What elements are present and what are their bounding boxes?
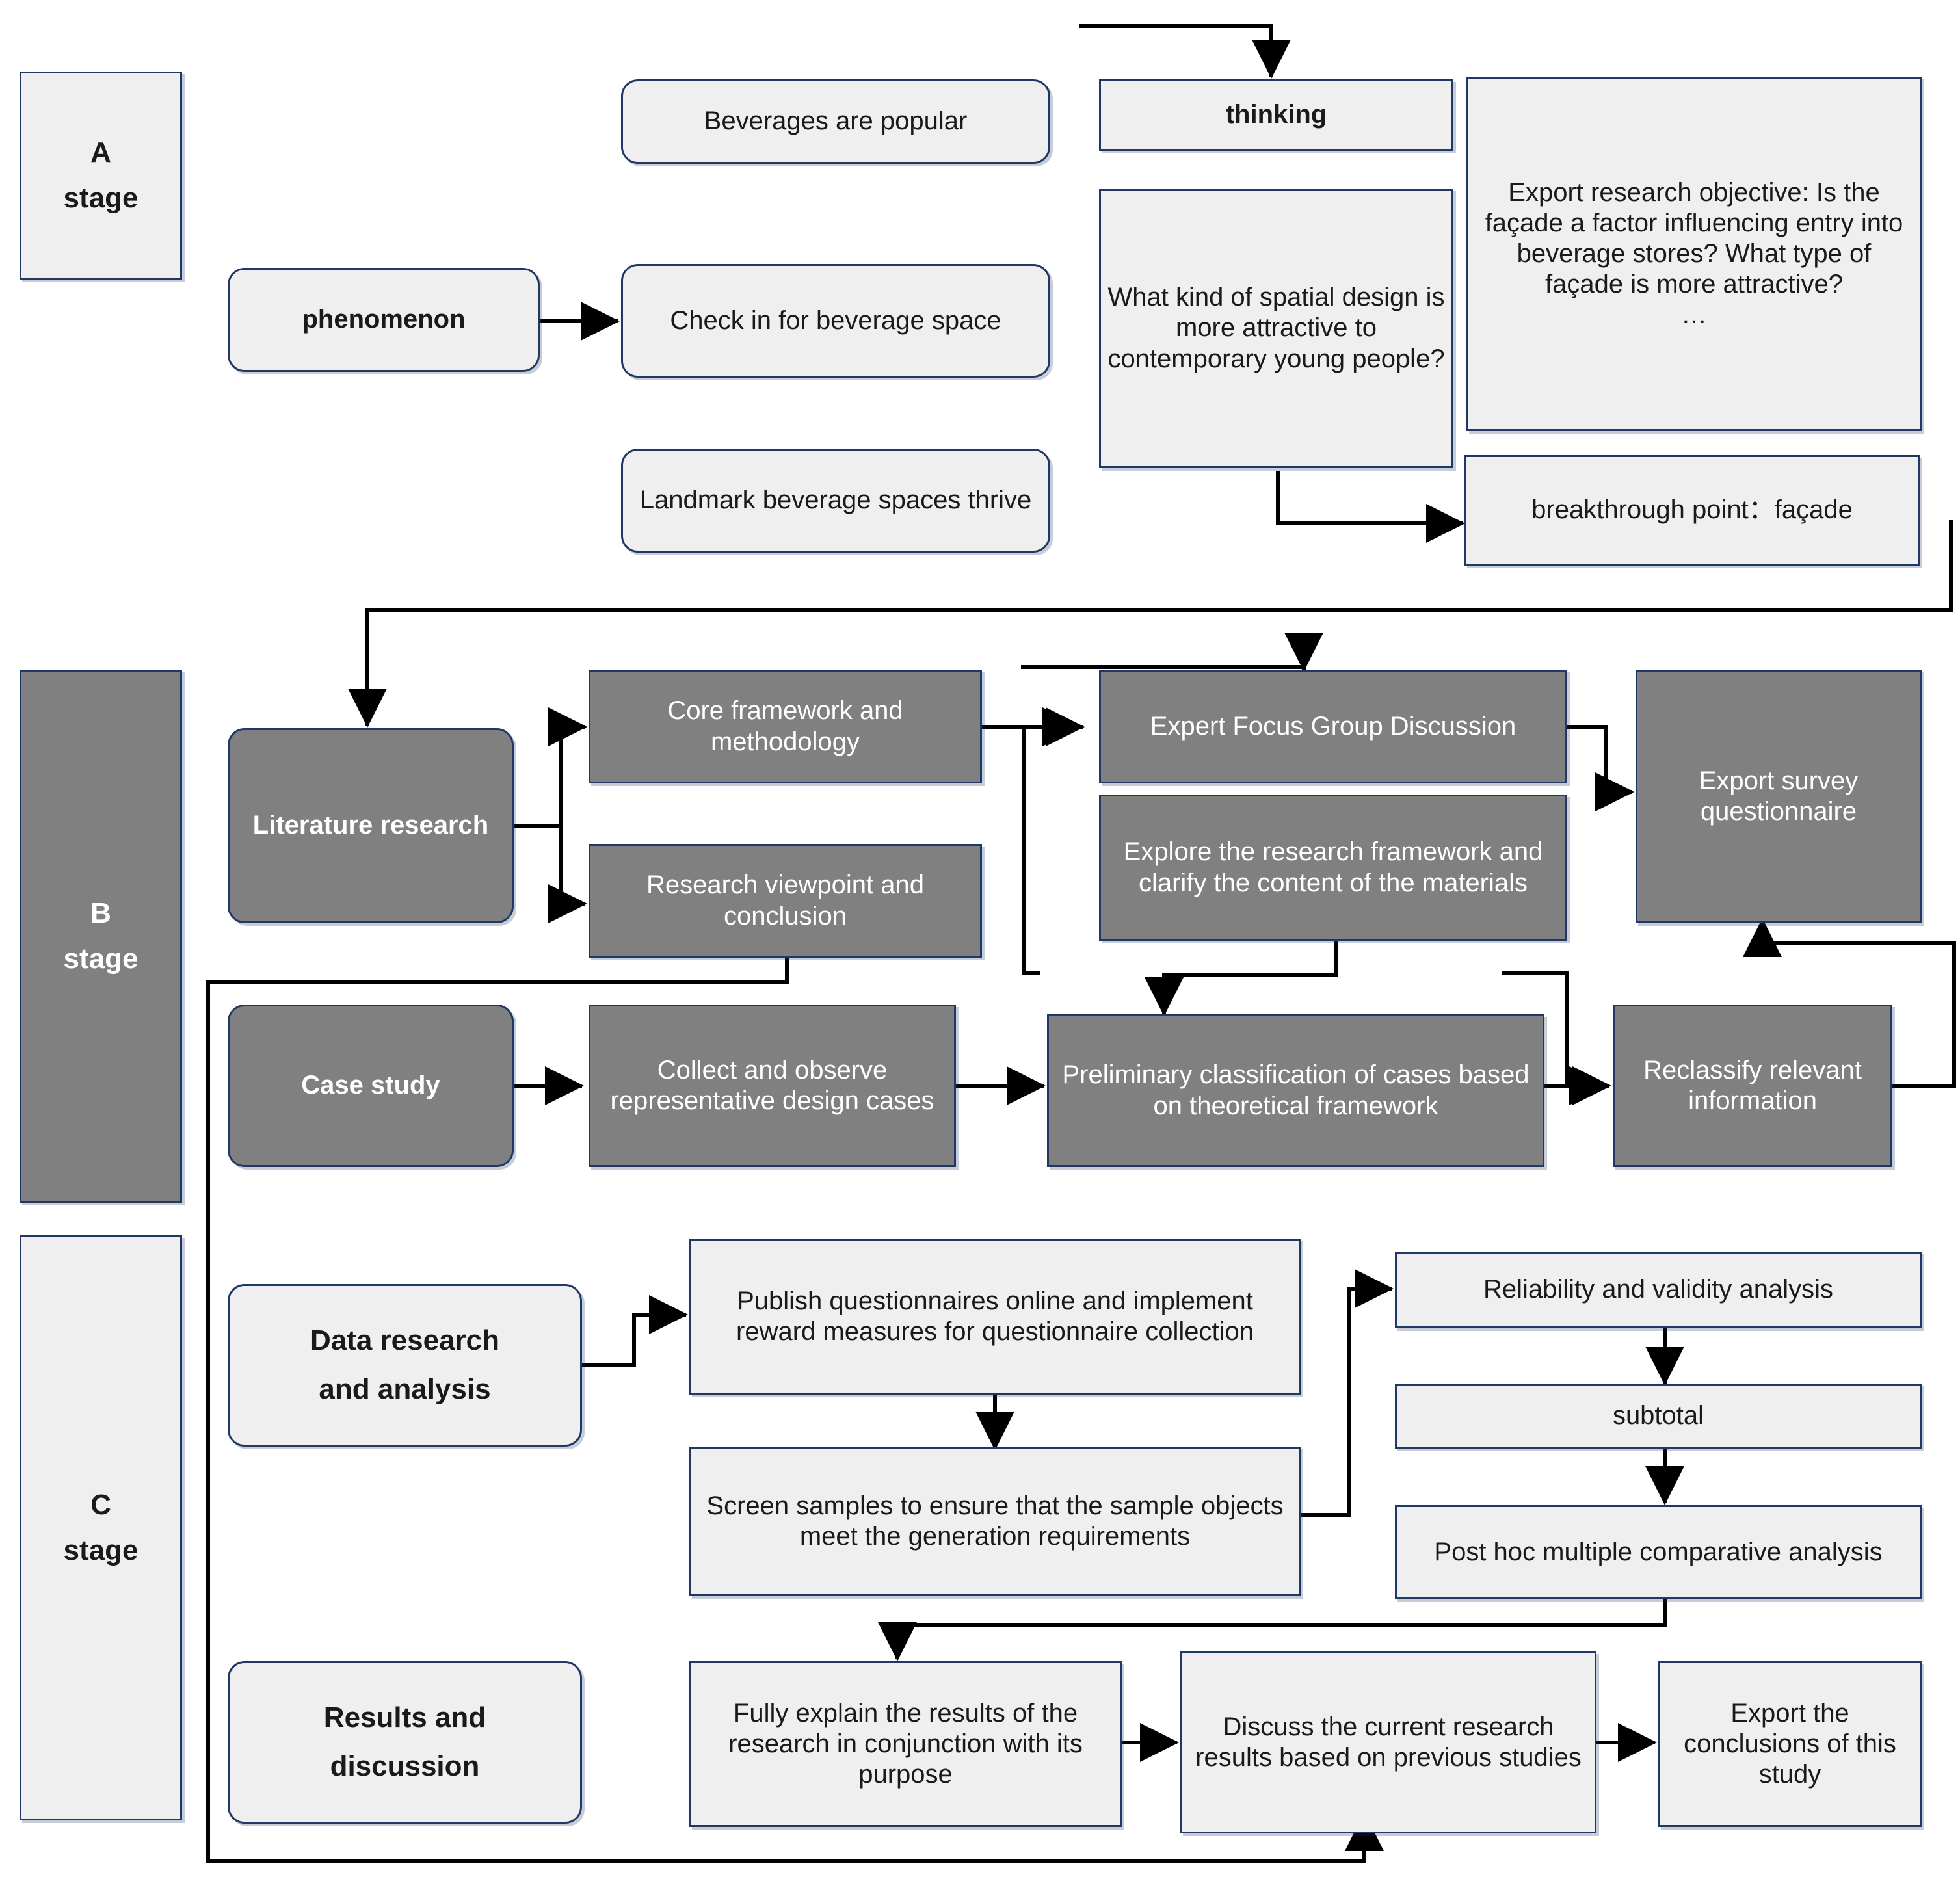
node-export-objective-label: Export research objective: Is the façade… (1485, 177, 1903, 330)
node-reclassify-relevant-information[interactable]: Reclassify relevant information (1613, 1005, 1892, 1167)
node-expert-focus-label: Expert Focus Group Discussion (1150, 711, 1516, 741)
edge-observations-to-thinking (1079, 24, 1291, 79)
node-phenomenon[interactable]: phenomenon (228, 268, 540, 372)
node-literature-research-label: Literature research (252, 811, 489, 840)
node-fully-explain-label: Fully explain the results of the researc… (728, 1698, 1083, 1789)
node-explore-research-framework[interactable]: Explore the research framework and clari… (1099, 795, 1567, 941)
edge-expert-to-survey (1564, 725, 1634, 811)
node-what-kind-label: What kind of spatial design is more attr… (1107, 283, 1445, 373)
node-landmark-label: Landmark beverage spaces thrive (639, 486, 1032, 515)
node-reliability-label: Reliability and validity analysis (1483, 1275, 1834, 1304)
node-literature-research[interactable]: Literature research (228, 728, 514, 923)
node-what-kind-of-spatial-design[interactable]: What kind of spatial design is more attr… (1099, 189, 1453, 468)
node-export-conclusions[interactable]: Export the conclusions of this study (1658, 1661, 1922, 1827)
stage-label-b: B stage (20, 670, 182, 1203)
node-collect-observe-cases[interactable]: Collect and observe representative desig… (589, 1005, 956, 1167)
node-explore-framework-label: Explore the research framework and clari… (1123, 837, 1543, 897)
node-research-viewpoint-label: Research viewpoint and conclusion (646, 871, 924, 930)
edge-preliminary-to-expert-loop (1022, 707, 1081, 975)
node-export-survey-label: Export survey questionnaire (1699, 766, 1859, 826)
edge-whatkind-to-breakthrough (1276, 471, 1465, 543)
node-case-study[interactable]: Case study (228, 1005, 514, 1167)
node-thinking-label: thinking (1225, 100, 1327, 129)
node-data-research-and-analysis[interactable]: Data research and analysis (228, 1284, 582, 1447)
node-discuss-current-label: Discuss the current research results bas… (1195, 1712, 1582, 1772)
node-case-study-label: Case study (301, 1071, 440, 1100)
node-export-research-objective[interactable]: Export research objective: Is the façade… (1466, 77, 1922, 431)
node-expert-focus-group[interactable]: Expert Focus Group Discussion (1099, 670, 1567, 783)
node-fully-explain-results[interactable]: Fully explain the results of the researc… (689, 1661, 1122, 1827)
edge-screen-to-reliability (1297, 1269, 1394, 1517)
node-beverages-popular-label: Beverages are popular (704, 107, 968, 136)
node-discuss-current-results[interactable]: Discuss the current research results bas… (1180, 1651, 1596, 1833)
edge-literature-to-viewpoint (514, 824, 587, 923)
node-preliminary-classification[interactable]: Preliminary classification of cases base… (1047, 1014, 1544, 1167)
stage-label-c: C stage (20, 1235, 182, 1820)
edge-dataresearch-to-publish (582, 1295, 688, 1367)
node-check-in-label: Check in for beverage space (670, 306, 1001, 335)
node-subtotal-label: subtotal (1612, 1401, 1704, 1430)
node-publish-questionnaires[interactable]: Publish questionnaires online and implem… (689, 1239, 1301, 1395)
node-reclassify-label: Reclassify relevant information (1643, 1055, 1862, 1115)
node-preliminary-classification-label: Preliminary classification of cases base… (1062, 1060, 1530, 1120)
node-publish-questionnaires-label: Publish questionnaires online and implem… (736, 1286, 1254, 1346)
node-screen-samples-label: Screen samples to ensure that the sample… (706, 1491, 1284, 1551)
node-breakthrough-label: breakthrough point：façade (1531, 495, 1853, 525)
node-check-in-beverage-space[interactable]: Check in for beverage space (621, 264, 1050, 378)
stage-label-a: A stage (20, 72, 182, 280)
node-thinking[interactable]: thinking (1099, 79, 1453, 151)
edge-posthoc-to-fullyexplain (878, 1599, 1667, 1661)
node-landmark-spaces[interactable]: Landmark beverage spaces thrive (621, 449, 1050, 553)
node-collect-observe-label: Collect and observe representative desig… (610, 1055, 934, 1115)
node-breakthrough-point[interactable]: breakthrough point：façade (1464, 455, 1920, 566)
node-core-framework[interactable]: Core framework and methodology (589, 670, 982, 783)
node-data-research-label: Data research and analysis (310, 1324, 500, 1405)
stage-b-text: B stage (63, 897, 139, 975)
node-screen-samples[interactable]: Screen samples to ensure that the sample… (689, 1447, 1301, 1596)
node-subtotal[interactable]: subtotal (1395, 1384, 1922, 1449)
node-reliability-validity-analysis[interactable]: Reliability and validity analysis (1395, 1252, 1922, 1328)
node-post-hoc-label: Post hoc multiple comparative analysis (1434, 1537, 1883, 1566)
node-results-and-discussion[interactable]: Results and discussion (228, 1661, 582, 1824)
node-export-conclusions-label: Export the conclusions of this study (1684, 1698, 1896, 1789)
edge-explore-to-preliminary (1145, 938, 1338, 1016)
node-export-survey-questionnaire[interactable]: Export survey questionnaire (1636, 670, 1922, 923)
node-phenomenon-label: phenomenon (302, 305, 466, 334)
node-beverages-popular[interactable]: Beverages are popular (621, 79, 1050, 164)
stage-a-text: A stage (63, 136, 139, 214)
node-research-viewpoint[interactable]: Research viewpoint and conclusion (589, 844, 982, 958)
node-post-hoc-comparative-analysis[interactable]: Post hoc multiple comparative analysis (1395, 1505, 1922, 1599)
edge-literature-to-core (514, 707, 587, 828)
stage-c-text: C stage (63, 1488, 139, 1566)
node-results-discussion-label: Results and discussion (323, 1702, 486, 1782)
node-core-framework-label: Core framework and methodology (667, 696, 903, 756)
